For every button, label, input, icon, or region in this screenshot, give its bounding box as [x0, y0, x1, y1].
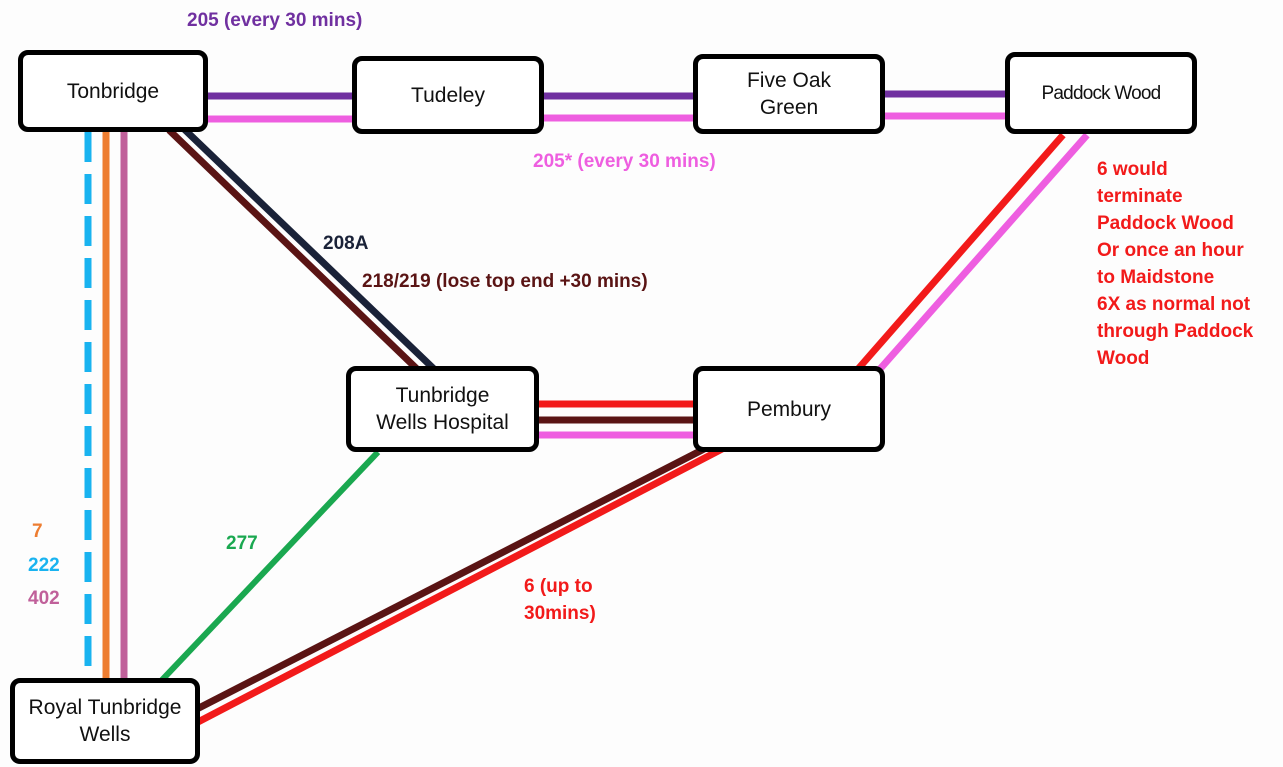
route-218-line [166, 127, 420, 372]
route-218-pembury-rtw [193, 444, 708, 714]
station-pembury-label: Pembury [746, 397, 832, 421]
route-6-pembury-paddock [855, 132, 1066, 372]
station-tunbridge-wells-hospital: Tunbridge Wells Hospital [346, 366, 539, 452]
station-paddock-wood-label: Paddock Wood [1041, 82, 1162, 104]
route-6-pembury-rtw [196, 445, 724, 726]
route-208a-label: 208A [323, 233, 369, 254]
station-tudeley-label: Tudeley [411, 83, 485, 107]
station-royal-tunbridge-wells-label: Royal Tunbridge Wells [28, 696, 182, 746]
station-tonbridge: Tonbridge [18, 50, 208, 132]
station-tunbridge-wells-hospital-label: Tunbridge Wells Hospital [376, 384, 509, 434]
station-five-oak-green-label: Five Oak Green [746, 69, 832, 119]
station-tonbridge-label: Tonbridge [66, 79, 160, 103]
route-205s-label: 205* (every 30 mins) [533, 151, 716, 172]
route-6-label: 6 (up to 30mins) [524, 576, 596, 624]
route-205-lines [205, 90, 1008, 100]
route-205-label: 205 (every 30 mins) [187, 10, 363, 31]
station-tudeley: Tudeley [352, 56, 544, 134]
route-402-label: 402 [28, 588, 60, 609]
route-218-label: 218/219 (lose top end +30 mins) [362, 271, 648, 292]
route-222-label: 222 [28, 555, 60, 576]
route-277-label: 277 [226, 533, 258, 554]
route-277-line [159, 449, 381, 683]
station-royal-tunbridge-wells: Royal Tunbridge Wells [10, 678, 200, 764]
route-7-label: 7 [32, 521, 43, 542]
route-205s-lines [205, 112, 1008, 123]
station-paddock-wood: Paddock Wood [1005, 52, 1197, 134]
station-pembury: Pembury [693, 366, 885, 452]
route-205s-pembury-paddock [877, 132, 1090, 372]
station-five-oak-green: Five Oak Green [693, 54, 885, 134]
route-208a-line [180, 125, 437, 372]
route-6-note: 6 would terminate Paddock Wood Or once a… [1097, 159, 1254, 369]
